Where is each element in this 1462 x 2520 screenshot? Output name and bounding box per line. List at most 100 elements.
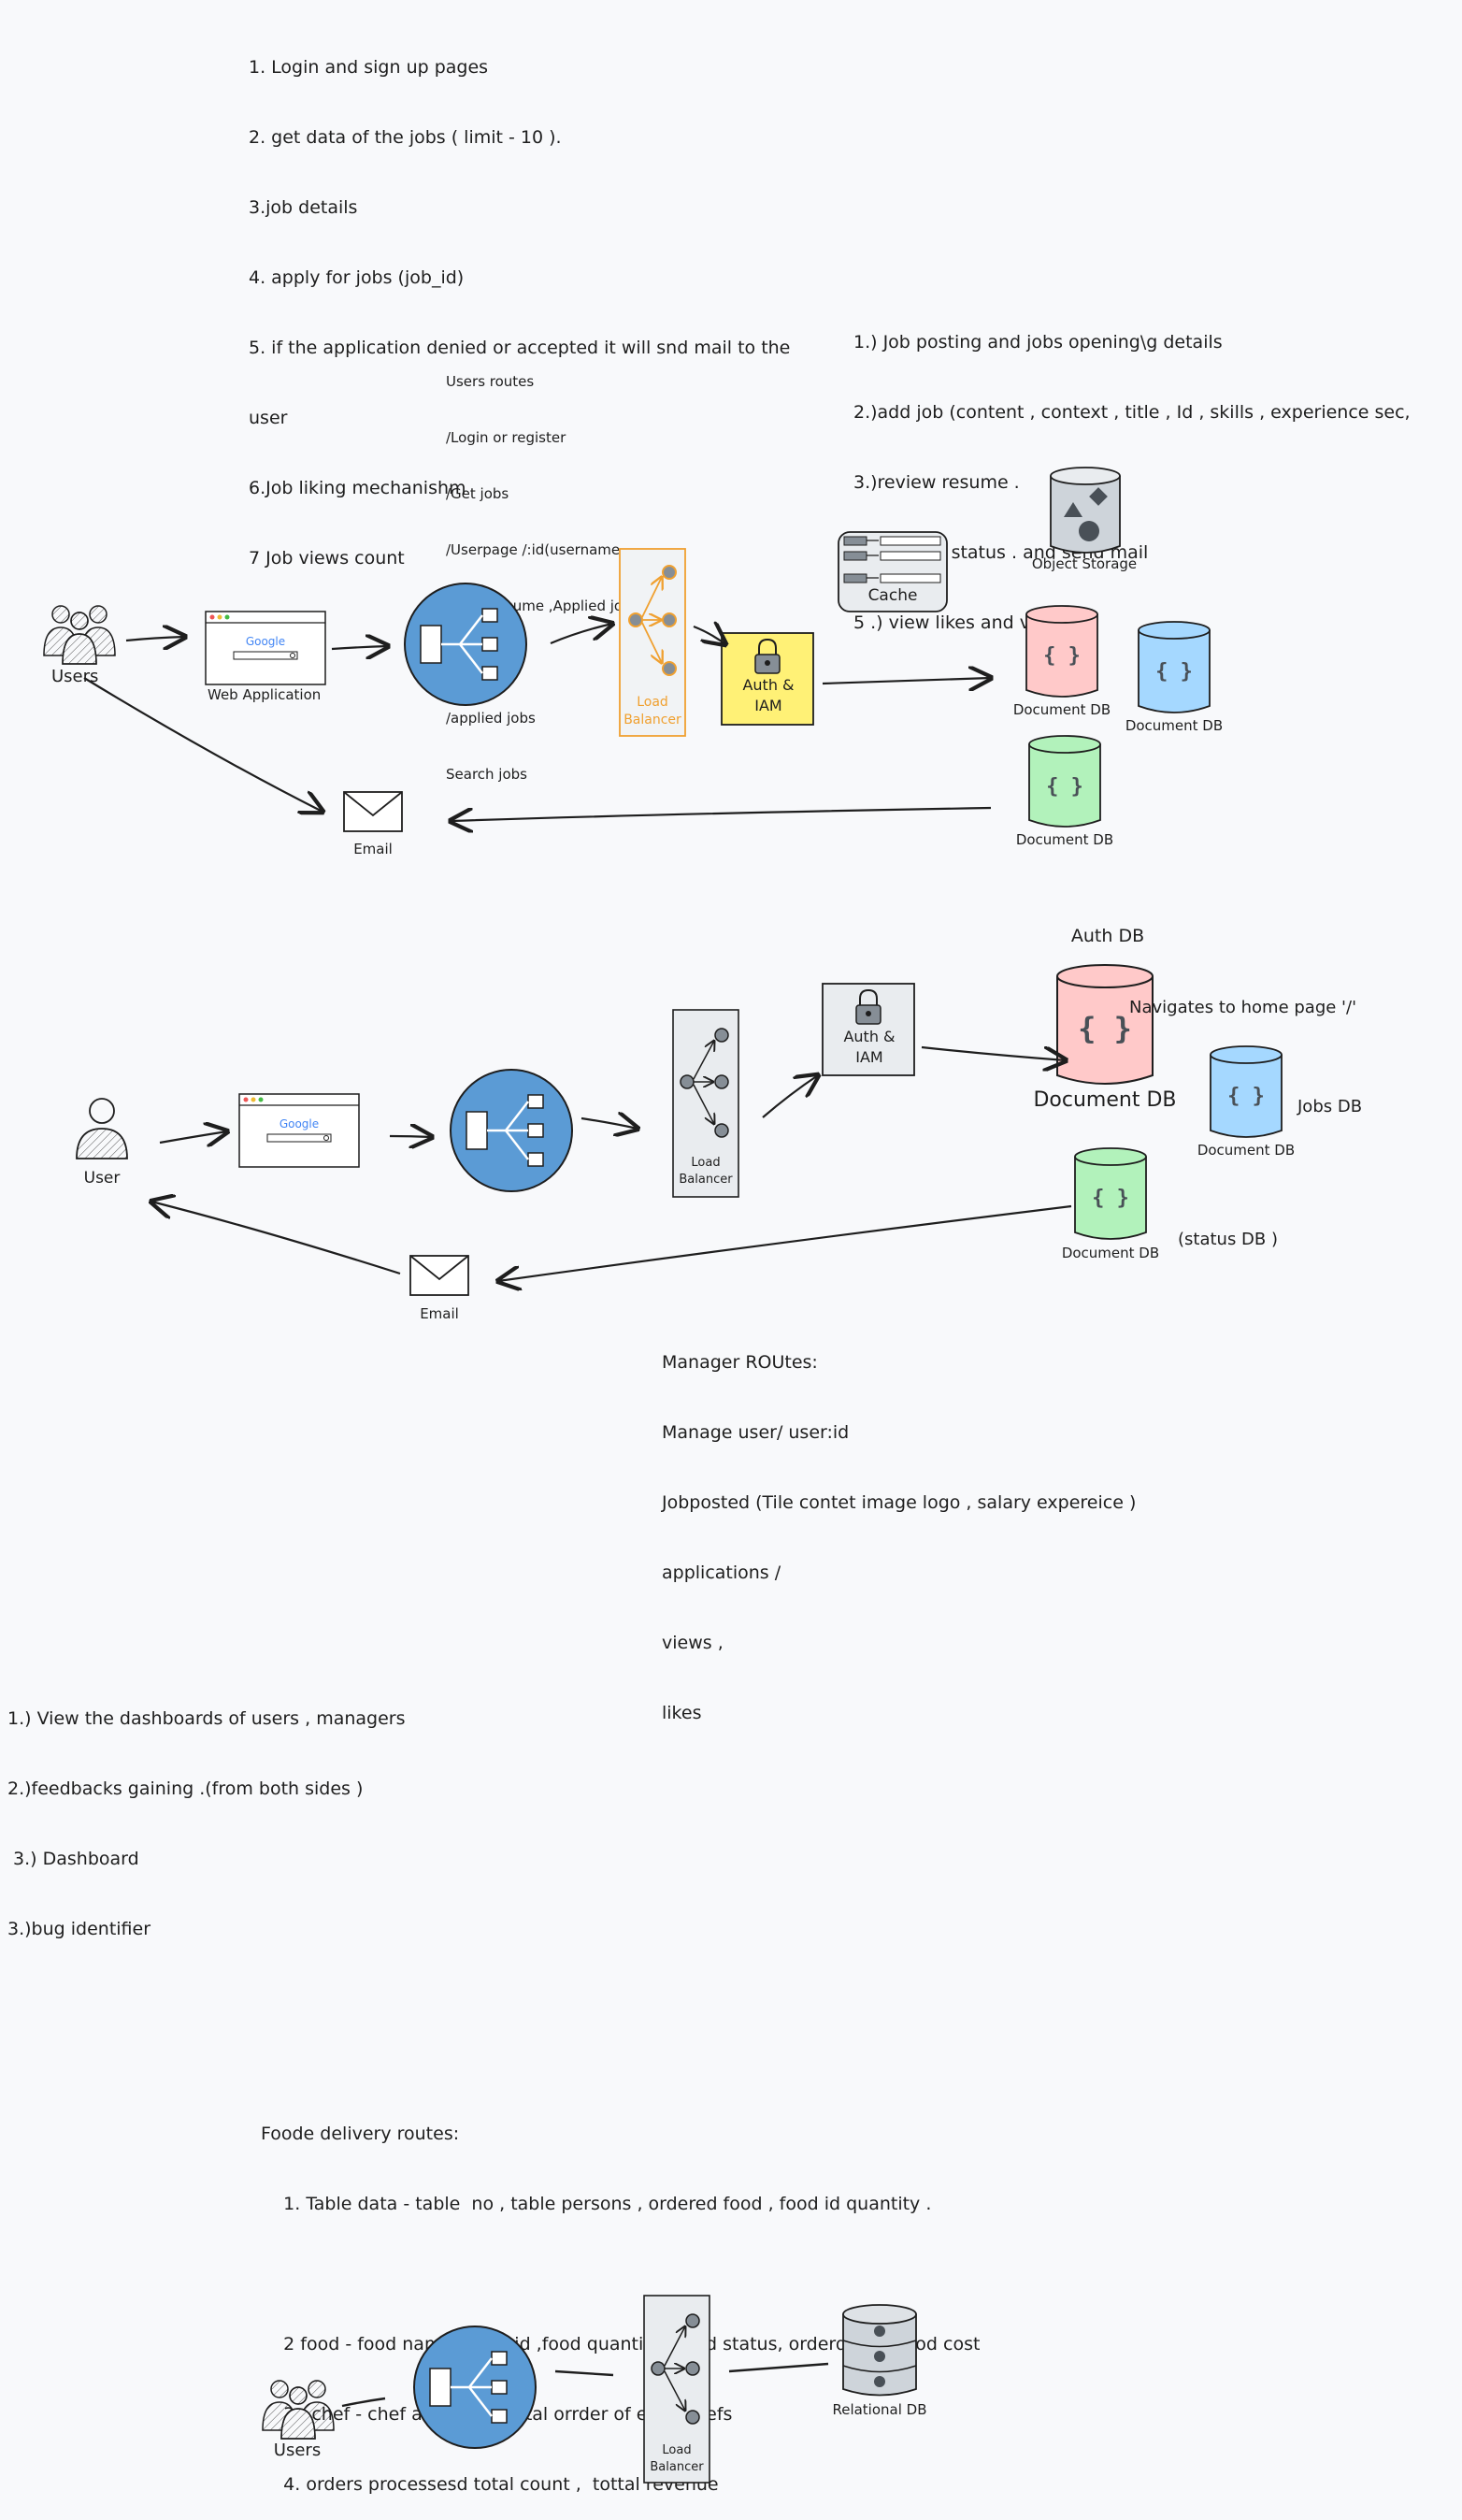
users-label: Users [51,667,99,686]
load-balancer-icon [619,548,686,737]
database-icon: { } [1210,1045,1283,1138]
email-icon [409,1255,469,1296]
note-line: 1. Login and sign up pages [249,57,489,78]
note-line: 1.) Job posting and jobs opening\g detai… [853,332,1223,353]
svg-text:{ }: { } [1046,775,1083,799]
load-balancer-label: Load Balancer [674,1155,738,1188]
label-line: Load [691,1156,721,1170]
user-icon [76,1098,128,1159]
user-label: User [83,1169,121,1188]
relational-db-icon [842,2304,917,2397]
requirements-note: 1. Login and sign up pages 2. get data o… [249,9,790,594]
note-line: Manage user/ user:id [662,1422,850,1443]
auth-iam-box [822,983,915,1076]
svg-text:{ }: { } [1092,1187,1129,1210]
google-logo: Google [280,1117,319,1130]
users-icon [43,605,116,665]
load-balancer-label: Load Balancer [645,2442,709,2476]
note-line: 1.) View the dashboards of users , manag… [7,1708,406,1729]
navigates-note: Navigates to home page '/' [1129,998,1357,1017]
connector-lines [341,2362,829,2408]
auth-iam-label: Auth & IAM [724,675,813,716]
load-balancer-icon [643,2295,710,2484]
note-line: /applied jobs [446,710,536,727]
browser-icon: Google [205,611,326,685]
note-line: /Get jobs [446,485,509,502]
note-line: likes [662,1703,702,1723]
database-icon: { } [1074,1147,1147,1240]
label-line: Load [662,2443,692,2457]
note-line: 3.)bug identifier [7,1919,151,1939]
document-db-label: Document DB [1015,831,1114,848]
note-line: /Login or register [446,429,566,446]
svg-text:{ }: { } [1043,644,1081,668]
lock-icon [754,638,781,674]
note-line: Foode delivery routes: [261,2124,460,2144]
object-storage-label: Object Storage [1031,555,1138,572]
users-icon [262,2380,335,2440]
note-line: user [249,408,288,428]
label-line: Balancer [624,713,681,727]
google-logo: Google [246,635,285,648]
note-line: 4. orders processesd total count , totta… [261,2474,719,2495]
label-line: Auth & [742,676,795,694]
label-line: Load [637,695,668,710]
service-hub-icon [450,1069,573,1192]
note-line: Jobposted (Tile contet image logo , sala… [662,1492,1137,1513]
label-line: Balancer [679,1173,733,1187]
note-line: /Userpage /:id(username, [446,541,624,558]
note-line: applications / [662,1562,781,1583]
document-db-label: Document DB [1125,717,1224,734]
note-line: 2. get data of the jobs ( limit - 10 ). [249,127,562,148]
jobs-db-note: Jobs DB [1297,1097,1363,1116]
note-line: 7 Job views count [249,548,405,569]
note-line: 1. Table data - table no , table persons… [261,2194,932,2214]
relational-db-label: Relational DB [832,2401,927,2418]
service-hub-icon [413,2326,537,2449]
connector-arrows [83,624,991,821]
database-icon: { } [1138,621,1211,713]
svg-text:{ }: { } [1078,1011,1132,1046]
lock-icon [855,988,882,1025]
service-hub-icon [404,583,527,706]
note-line: 5. if the application denied or accepted… [249,338,791,358]
browser-icon: Google [238,1093,360,1168]
auth-iam-label: Auth & IAM [824,1027,914,1068]
note-line: 4. apply for jobs (job_id) [249,267,465,288]
document-db-label: Document DB [1012,701,1111,718]
note-line: 3.job details [249,197,358,218]
label-line: IAM [855,1048,883,1066]
svg-text:{ }: { } [1155,660,1193,684]
auth-db-title: Auth DB [1070,926,1145,946]
note-line: 3.) Dashboard [7,1849,139,1869]
web-application-label: Web Application [208,686,322,703]
cache-icon [838,531,948,612]
database-icon: { } [1025,605,1098,698]
manager-routes-note: Manager ROUtes: Manage user/ user:id Job… [662,1304,1136,1749]
food-routes-note: Foode delivery routes: 1. Table data - t… [261,2076,980,2520]
load-balancer-label: Load Balancer [621,694,684,729]
note-line: views , [662,1633,724,1653]
document-db-label: Document DB [1197,1142,1296,1159]
email-icon [343,791,403,832]
database-icon: { } [1056,964,1154,1085]
note-line: 2.)add job (content , context , title , … [853,402,1411,423]
auth-iam-box [721,632,814,726]
users-label: Users [273,2441,322,2460]
document-db-label: Document DB [1061,1245,1160,1261]
status-db-note: (status DB ) [1178,1230,1279,1249]
load-balancer-icon [672,1009,739,1198]
note-line: 2.)feedbacks gaining .(from both sides ) [7,1778,364,1799]
main-document-db-label: Document DB [1033,1088,1177,1112]
label-line: IAM [754,697,782,714]
note-line: Search jobs [446,766,527,783]
label-line: Auth & [843,1028,896,1045]
cache-label: Cache [867,586,918,605]
admin-features-note: 1.) View the dashboards of users , manag… [7,1661,406,1965]
email-label: Email [420,1305,459,1322]
database-icon: { } [1028,735,1101,828]
label-line: Balancer [650,2460,704,2474]
svg-text:{ }: { } [1227,1085,1265,1108]
note-line: Users routes [446,373,535,390]
